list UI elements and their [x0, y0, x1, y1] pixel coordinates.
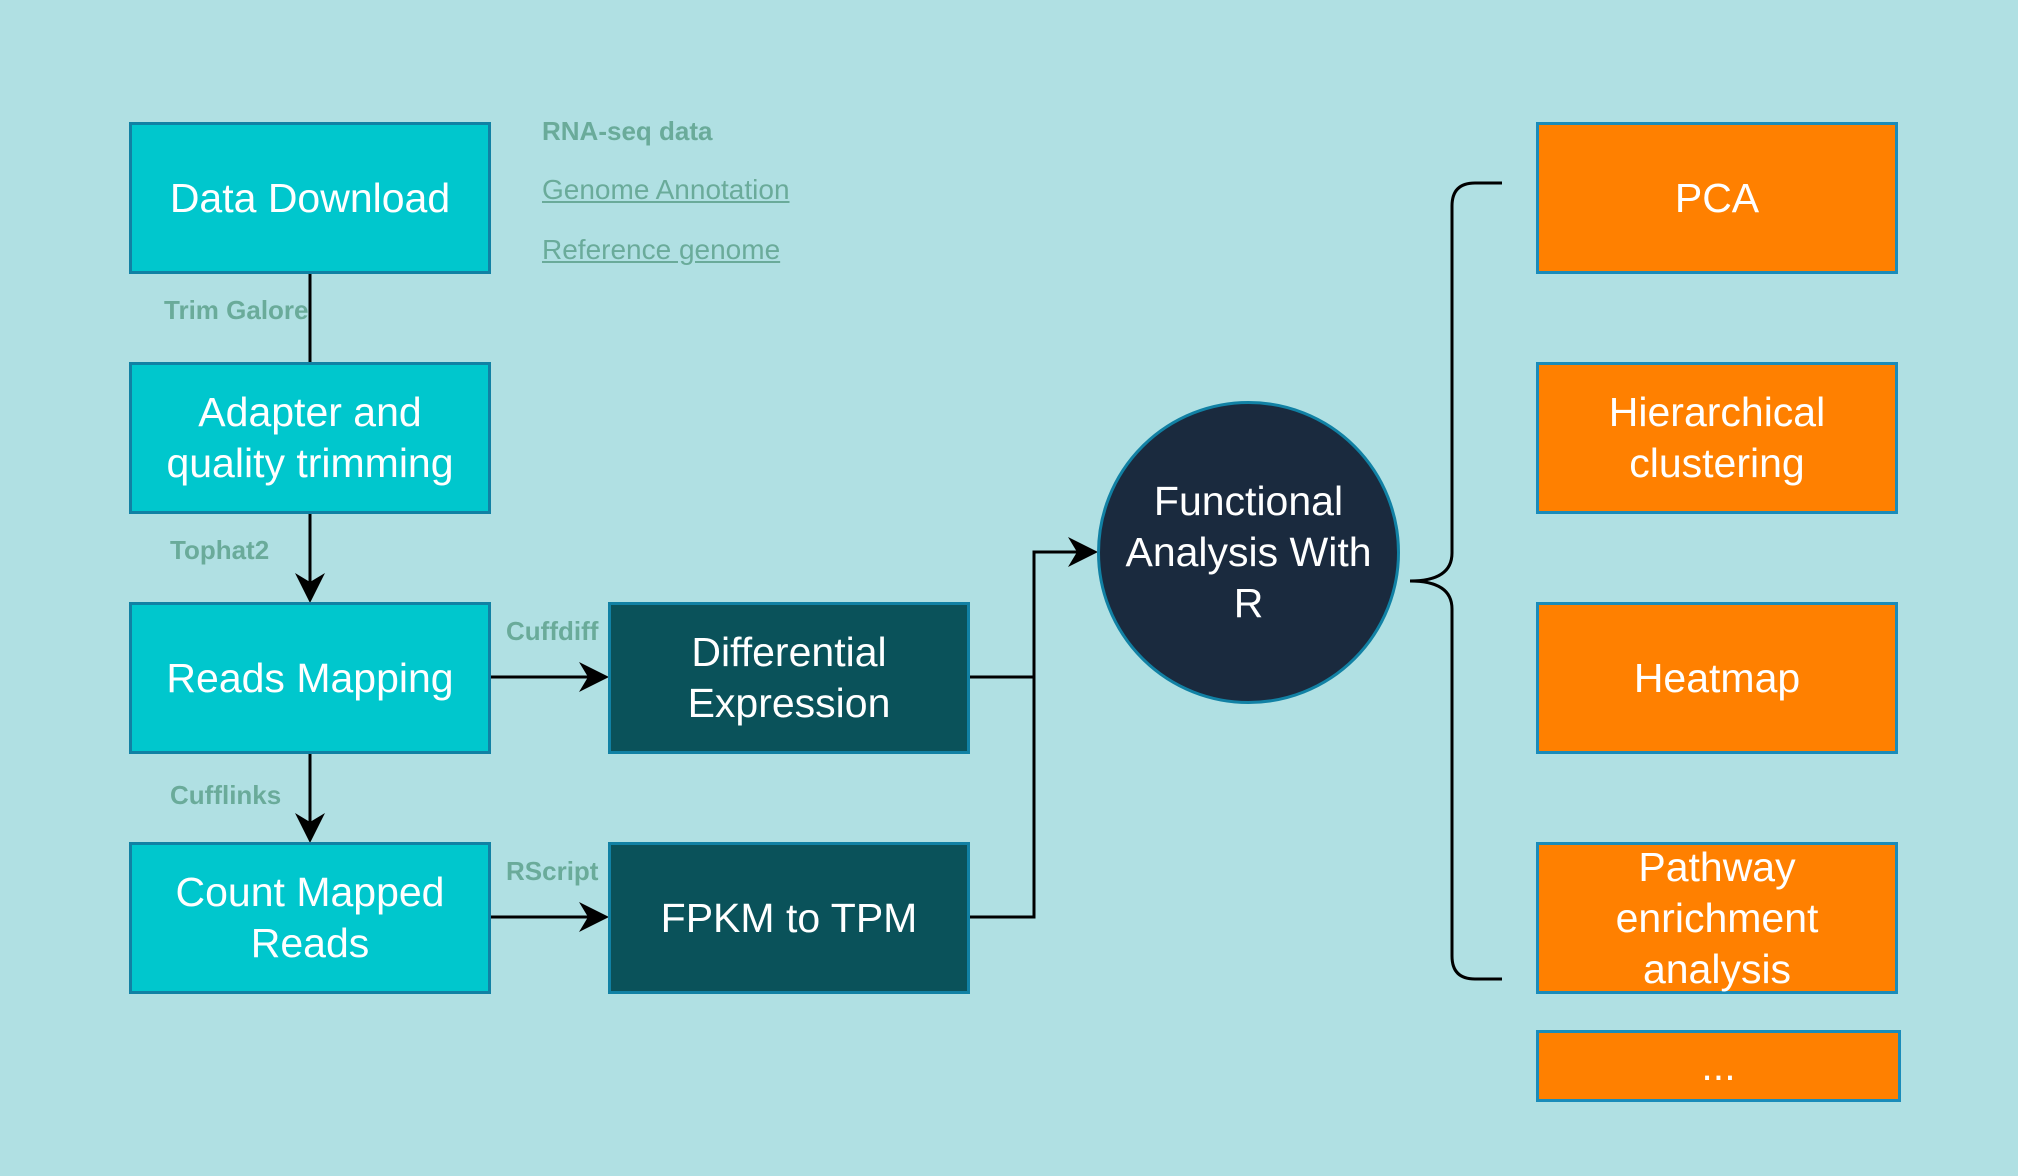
functional-analysis-hub-label: Functional Analysis With R: [1125, 478, 1372, 626]
step-reads-mapping[interactable]: Reads Mapping: [129, 602, 491, 754]
step-count-mapped-reads[interactable]: Count Mapped Reads: [129, 842, 491, 994]
step-adapter-trimming[interactable]: Adapter and quality trimming: [129, 362, 491, 514]
output-heatmap[interactable]: Heatmap: [1536, 602, 1898, 754]
tool-label-cuffdiff: Cuffdiff: [506, 616, 599, 646]
input-genome-annotation-link[interactable]: Genome Annotation: [542, 174, 790, 205]
output-heatmap-label: Heatmap: [1633, 654, 1801, 701]
output-hierarchical-clustering[interactable]: Hierarchical clustering: [1536, 362, 1898, 514]
tool-label-cufflinks: Cufflinks: [170, 780, 282, 810]
step-fpkm-to-tpm[interactable]: FPKM to TPM: [608, 842, 970, 994]
edge-fpkm-to-hub: [970, 677, 1036, 919]
step-data-download-label: Data Download: [169, 174, 451, 221]
outputs-curly-brace: [1409, 181, 1502, 981]
step-adapter-trimming-label: Adapter and quality trimming: [166, 389, 454, 486]
output-hierarchical-clustering-label: Hierarchical clustering: [1608, 389, 1826, 486]
tool-label-rscript: RScript: [506, 856, 599, 886]
output-pathway-enrichment[interactable]: Pathway enrichment analysis: [1536, 842, 1898, 994]
input-rna-seq-data: RNA-seq data: [542, 116, 713, 146]
output-more-label: ...: [1701, 1042, 1736, 1089]
output-pca[interactable]: PCA: [1536, 122, 1898, 274]
edge-de-to-hub: [970, 537, 1098, 679]
tool-label-trim-galore: Trim Galore: [164, 295, 309, 325]
output-more[interactable]: ...: [1536, 1030, 1901, 1102]
step-fpkm-to-tpm-label: FPKM to TPM: [660, 894, 918, 941]
output-pca-label: PCA: [1674, 174, 1760, 221]
step-differential-expression-label: Differential Expression: [687, 629, 891, 726]
functional-analysis-hub[interactable]: Functional Analysis With R: [1097, 401, 1400, 704]
step-reads-mapping-label: Reads Mapping: [166, 654, 454, 701]
step-data-download[interactable]: Data Download: [129, 122, 491, 274]
step-differential-expression[interactable]: Differential Expression: [608, 602, 970, 754]
output-pathway-enrichment-label: Pathway enrichment analysis: [1615, 843, 1819, 992]
step-count-mapped-reads-label: Count Mapped Reads: [175, 869, 445, 966]
tool-label-tophat2: Tophat2: [170, 535, 270, 565]
input-reference-genome-link[interactable]: Reference genome: [542, 234, 781, 265]
